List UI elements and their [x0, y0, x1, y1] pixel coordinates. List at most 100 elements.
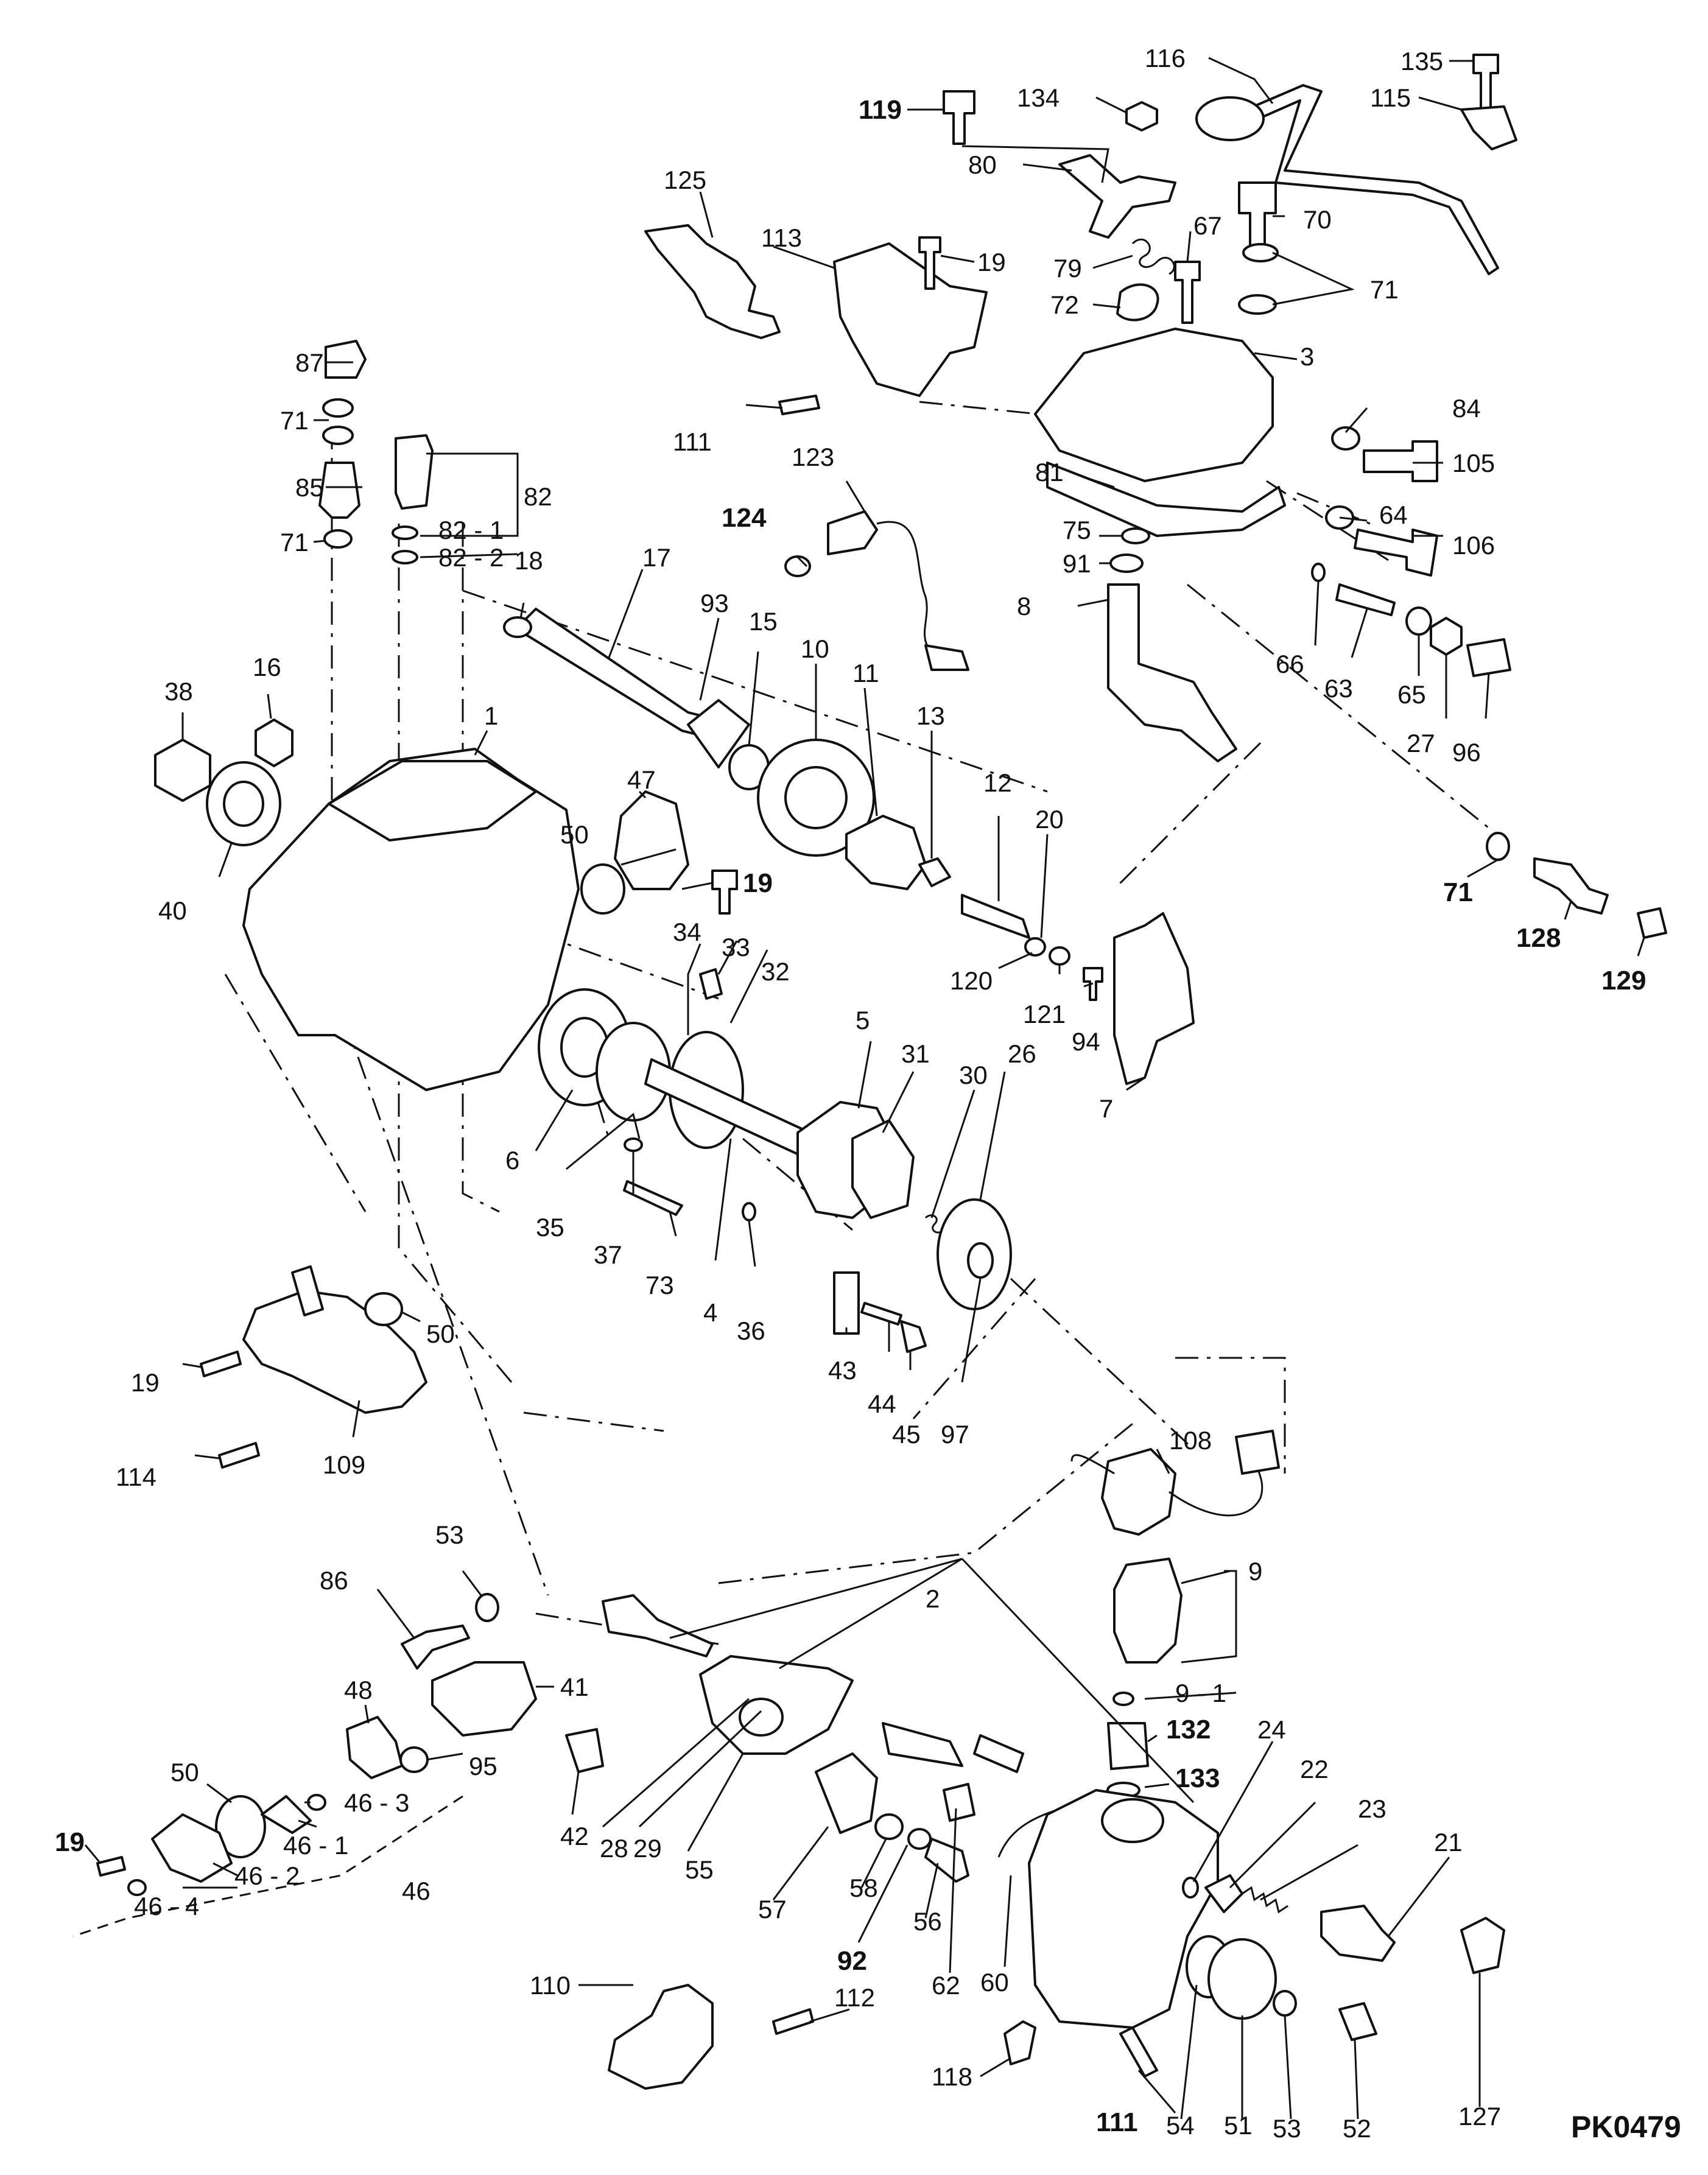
callout-66: 66	[1276, 650, 1304, 678]
lever-80	[1058, 154, 1176, 239]
callout-37: 37	[594, 1240, 622, 1269]
callout-54: 54	[1166, 2111, 1195, 2140]
callout-24: 24	[1257, 1715, 1286, 1744]
spring-72	[1116, 283, 1159, 322]
callout-62: 62	[932, 1971, 960, 2000]
callout-19d: 19	[55, 1827, 85, 1857]
callout-56: 56	[913, 1907, 942, 1936]
distributor-head	[1028, 1789, 1219, 2029]
callout-8: 8	[1017, 592, 1031, 620]
oring-66	[1311, 563, 1326, 582]
shaft-63	[1335, 583, 1396, 616]
callout-10: 10	[801, 634, 829, 663]
bolt-111a	[778, 395, 820, 415]
washer-65	[1405, 606, 1432, 636]
callout-46-2: 46 - 2	[234, 1861, 300, 1890]
actuator-125	[644, 224, 781, 339]
callout-105: 105	[1452, 449, 1495, 477]
washer-71b2	[322, 426, 354, 445]
callout-48: 48	[344, 1676, 373, 1704]
callout-63: 63	[1324, 674, 1353, 703]
callout-53a: 53	[435, 1520, 464, 1549]
callout-18: 18	[515, 546, 543, 575]
oring-18	[503, 616, 532, 638]
callout-46: 46	[402, 1877, 431, 1905]
sensor-wire	[876, 521, 951, 665]
callout-127: 127	[1458, 2102, 1501, 2131]
ring-24	[1182, 1877, 1199, 1899]
fitting-85	[318, 462, 360, 519]
dash-46-box	[72, 1795, 463, 1938]
oring-50a	[580, 863, 625, 915]
callout-50c: 50	[170, 1758, 199, 1787]
screw-19d	[96, 1856, 126, 1877]
callout-19b: 19	[743, 868, 773, 898]
sleeve-42	[565, 1728, 604, 1773]
callout-43: 43	[828, 1356, 857, 1385]
leader-lines	[84, 57, 1645, 2120]
callout-33: 33	[722, 933, 750, 961]
bolt-86	[401, 1625, 470, 1670]
washer-71d	[1486, 832, 1510, 861]
callout-79: 79	[1053, 254, 1082, 283]
washer-53a	[475, 1593, 499, 1622]
callout-97: 97	[941, 1420, 969, 1449]
callout-64: 64	[1379, 501, 1408, 529]
callout-46-4: 46 - 4	[134, 1892, 199, 1920]
nut-134	[1125, 101, 1158, 132]
callout-1: 1	[484, 701, 498, 730]
shaft-2	[602, 1594, 714, 1657]
screw-67	[1174, 261, 1201, 324]
callout-34: 34	[673, 918, 701, 946]
callout-116: 116	[1145, 44, 1186, 72]
callout-20: 20	[1035, 805, 1064, 834]
sensor-plug	[924, 644, 969, 671]
oring-124	[784, 555, 811, 577]
spring-57	[815, 1752, 878, 1834]
cover-3	[1034, 328, 1274, 482]
oring-50b	[364, 1292, 403, 1326]
filter-132	[1107, 1722, 1149, 1770]
valve-82	[395, 434, 434, 510]
callout-32: 32	[761, 957, 790, 986]
callout-19a: 19	[977, 248, 1006, 276]
nut-27	[1430, 617, 1463, 656]
clip-127	[1460, 1917, 1505, 1974]
callout-28: 28	[600, 1834, 628, 1863]
callout-46-3: 46 - 3	[344, 1788, 409, 1817]
callout-27: 27	[1407, 729, 1435, 757]
connector-108	[1235, 1430, 1280, 1475]
sleeve-96	[1466, 638, 1511, 677]
washer-95	[399, 1746, 429, 1773]
washer-84	[1331, 426, 1360, 451]
washer-92	[907, 1828, 932, 1850]
fitting-21	[1320, 1905, 1396, 1962]
callout-50b: 50	[426, 1319, 455, 1348]
solenoid-9	[1113, 1558, 1183, 1664]
callout-57: 57	[758, 1895, 787, 1924]
callout-96: 96	[1452, 738, 1481, 767]
callout-38: 38	[164, 677, 193, 706]
callout-119: 119	[859, 95, 902, 125]
oring-46-3	[307, 1794, 326, 1811]
callout-91: 91	[1063, 549, 1091, 578]
cap-108-lead	[1070, 1454, 1115, 1475]
callout-41: 41	[560, 1673, 589, 1701]
callout-135: 135	[1400, 47, 1443, 76]
ring-20	[1024, 937, 1046, 957]
bolt-52	[1338, 2002, 1377, 2041]
callout-9-1: 9 - 1	[1175, 1679, 1226, 1707]
screw-19c	[200, 1351, 242, 1377]
callout-113: 113	[761, 223, 802, 252]
callout-85: 85	[295, 473, 324, 502]
callout-2: 2	[926, 1584, 940, 1613]
part-46-2	[151, 1813, 233, 1883]
pump-11	[845, 815, 927, 890]
throttle-rod	[1217, 84, 1499, 275]
callout-109: 109	[323, 1450, 365, 1479]
callout-106: 106	[1452, 531, 1495, 560]
callout-132: 132	[1166, 1715, 1211, 1745]
callout-9: 9	[1248, 1557, 1262, 1586]
callout-82-2: 82 - 2	[438, 543, 504, 572]
